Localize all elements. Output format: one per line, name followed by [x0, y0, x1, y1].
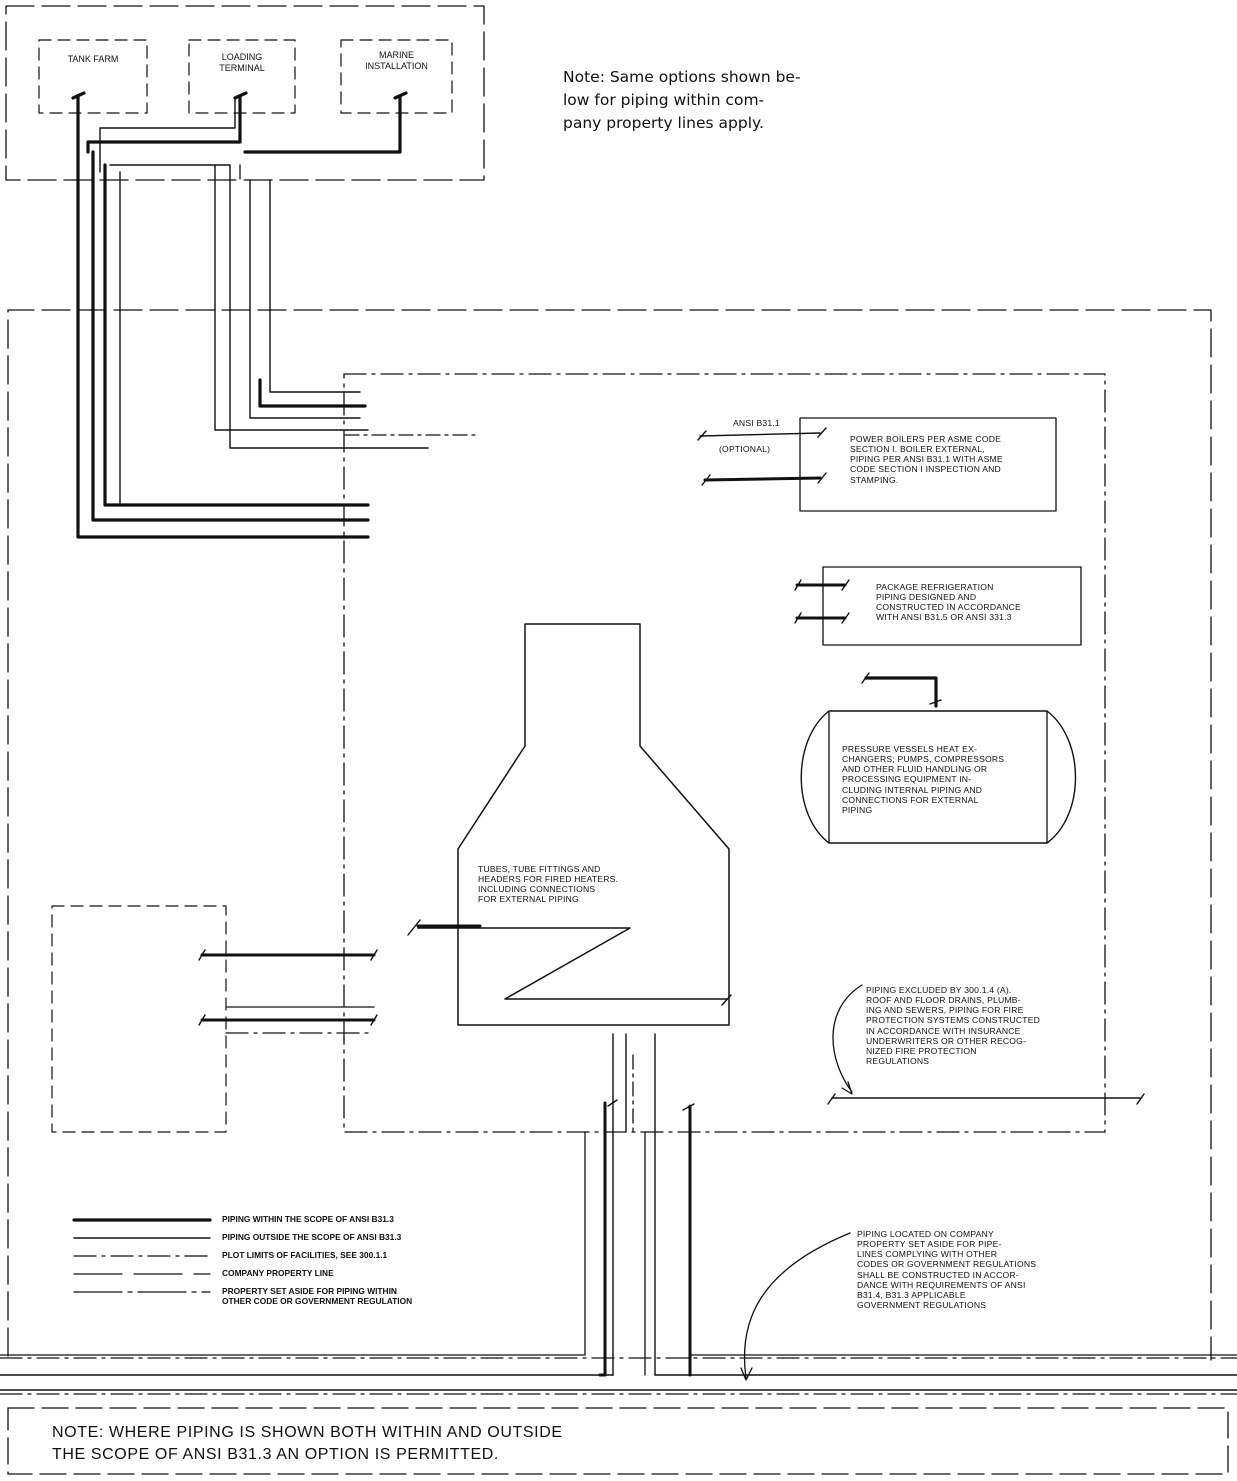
heater-coil	[417, 927, 728, 1000]
loading-terminal-box	[188, 39, 296, 114]
light-piping	[99, 96, 429, 506]
boiler-scope-pipe	[703, 476, 822, 482]
refrigeration-box	[822, 566, 1082, 646]
optional-label: (OPTIONAL)	[719, 444, 771, 454]
company-property-line	[7, 309, 1212, 1361]
property-leader	[743, 1232, 851, 1379]
power-boilers-box	[799, 417, 1057, 512]
pressure-vessels-text: PRESSURE VESSELS HEAT EX- CHANGERS; PUMP…	[842, 744, 1005, 815]
ansi-b311-label: ANSI B31.1	[733, 418, 780, 428]
power-boilers-text: POWER BOILERS PER ASME CODE SECTION I. B…	[850, 434, 1003, 485]
legend-within-scope: PIPING WITHIN THE SCOPE OF ANSI B31.3	[222, 1214, 394, 1224]
marine-installation-box	[340, 39, 453, 114]
refrigeration-text: PACKAGE REFRIGERATION PIPING DESIGNED AN…	[876, 582, 1021, 623]
fired-heaters-text: TUBES, TUBE FITTINGS AND HEADERS FOR FIR…	[478, 864, 619, 905]
legend-property-set-aside: PROPERTY SET ASIDE FOR PIPING WITHIN OTH…	[222, 1286, 413, 1306]
dashdot-piping	[239, 164, 481, 436]
legend-plot-limits: PLOT LIMITS OF FACILITIES, SEE 300.1.1	[222, 1250, 388, 1260]
tank-farm-label: TANK FARM	[67, 54, 119, 64]
marine-installation-label: MARINE INSTALLATION	[365, 50, 428, 71]
fired-heater	[457, 623, 730, 1026]
note-box	[7, 1407, 1229, 1475]
legend-outside-scope: PIPING OUTSIDE THE SCOPE OF ANSI B31.3	[222, 1232, 402, 1242]
corridor-pipe-1	[598, 1101, 607, 1377]
left-unit-box	[51, 905, 227, 1133]
excluded-piping-text: PIPING EXCLUDED BY 300.1.4 (a). ROOF AND…	[866, 985, 1041, 1066]
bottom-note: NOTE: WHERE PIPING IS SHOWN BOTH WITHIN …	[52, 1424, 563, 1463]
legend-property-line: COMPANY PROPERTY LINE	[222, 1268, 334, 1278]
heavy-piping	[71, 91, 408, 539]
legend-samples	[72, 1218, 212, 1293]
offsite-area-boundary	[5, 5, 485, 181]
tank-farm-box	[38, 39, 148, 114]
top-note: Note: Same options shown be- low for pip…	[563, 68, 801, 132]
plot-limits-boundary	[343, 373, 1106, 1133]
company-property-text: PIPING LOCATED ON COMPANY PROPERTY SET A…	[857, 1229, 1037, 1310]
vessel-nozzle-pipe	[864, 676, 938, 708]
loading-terminal-label: LOADING TERMINAL	[219, 52, 265, 73]
excluded-leader	[832, 984, 863, 1093]
boiler-optional-pipe	[699, 432, 821, 437]
